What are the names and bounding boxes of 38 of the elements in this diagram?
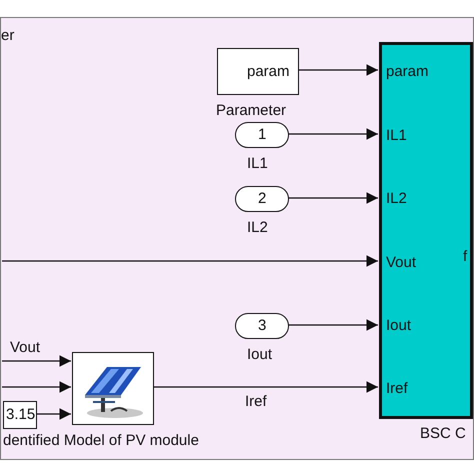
block-label: param	[247, 63, 290, 80]
signal-line	[2, 381, 71, 393]
inport-block	[235, 186, 289, 212]
signal-line	[36, 408, 71, 420]
port-label: IL2	[386, 190, 407, 207]
port-label: Iout	[386, 317, 412, 334]
subsystem-block	[379, 42, 473, 419]
pv-model-block	[72, 352, 154, 425]
edge-label: Iref	[245, 393, 267, 410]
signal-line	[298, 64, 378, 76]
signal-line	[2, 255, 378, 267]
block-caption: IL1	[247, 155, 268, 172]
signal-line	[2, 355, 71, 367]
block-label: 3.15	[6, 406, 36, 423]
block-caption: Iout	[247, 346, 272, 363]
constant-block	[3, 401, 37, 429]
block-caption: Parameter	[216, 102, 286, 119]
inport-block	[235, 122, 289, 148]
port-label: Vout	[386, 254, 416, 271]
inport-block	[235, 313, 289, 339]
block-label: f	[463, 248, 468, 265]
port-label: Iref	[386, 380, 408, 397]
block-caption: IL2	[247, 219, 268, 236]
constant-block	[217, 48, 299, 95]
signal-line	[288, 128, 378, 140]
edge-label: Vout	[10, 339, 40, 356]
signal-line	[153, 381, 378, 393]
block-caption: BSC C	[420, 425, 466, 442]
port-label: IL1	[386, 127, 407, 144]
subsystem-panel	[0, 17, 474, 460]
port-number: 3	[258, 317, 266, 334]
block-caption: dentified Model of PV module	[3, 432, 199, 449]
port-number: 2	[258, 190, 266, 207]
signal-line	[288, 319, 378, 331]
panel-title: er	[1, 27, 14, 44]
port-label: param	[386, 63, 429, 80]
signal-line	[288, 192, 378, 204]
port-number: 1	[258, 126, 266, 143]
